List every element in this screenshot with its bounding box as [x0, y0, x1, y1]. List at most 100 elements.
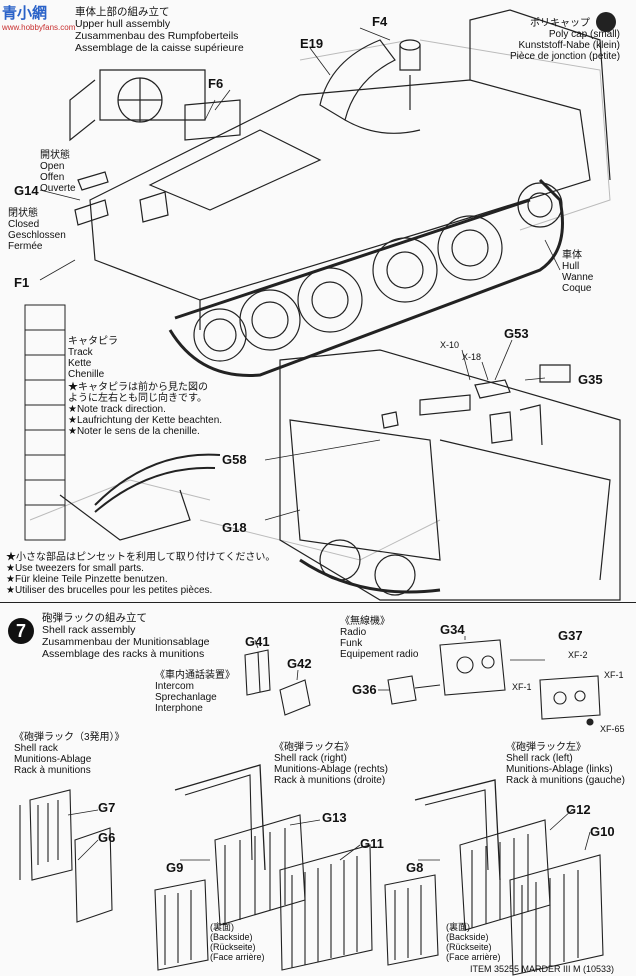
rack-left-fr: Rack à munitions (gauche) — [506, 775, 625, 786]
step6-heading-ja: 車体上部の組み立て — [75, 6, 170, 18]
step7-heading-fr: Assemblage des racks à munitions — [42, 648, 205, 660]
rack-right-label: 《砲弾ラック右》 Shell rack (right) Munitions-Ab… — [274, 742, 388, 786]
watermark-url: www.hobbyfans.com — [2, 23, 76, 32]
part-G8: G8 — [406, 860, 424, 875]
part-X18: X-18 — [462, 352, 482, 362]
backside-right-en: (Backside) — [210, 932, 253, 942]
step6-heading: 車体上部の組み立て Upper hull assembly Zusammenba… — [75, 6, 244, 54]
paint-XF2: XF-2 — [568, 650, 588, 660]
rack3-de: Munitions-Ablage — [14, 754, 92, 765]
hull-ja: 車体 — [562, 250, 582, 261]
part-G7: G7 — [98, 800, 116, 815]
rack-left-ja: 《砲弾ラック左》 — [506, 742, 586, 753]
rack-right-de: Munitions-Ablage (rechts) — [274, 764, 388, 775]
part-G37: G37 — [558, 628, 583, 643]
hull-en: Hull — [562, 261, 580, 272]
step7-heading-de: Zusammenbau der Munitionsablage — [42, 636, 210, 648]
part-F4: F4 — [372, 14, 388, 29]
polycap-fr: Pièce de jonction (petite) — [510, 51, 621, 62]
track-notes: ★キャタピラは前から見た図の ように左右とも同じ向きです。 ★Note trac… — [68, 382, 222, 437]
footer-item: ITEM 35255 MARDER III M (10533) — [470, 964, 615, 974]
part-F1: F1 — [14, 275, 30, 290]
step7-heading: 砲弾ラックの組み立て Shell rack assembly Zusammenb… — [42, 612, 210, 660]
open-en: Open — [40, 161, 65, 172]
part-G35: G35 — [578, 372, 603, 387]
backside-left-ja: (裏面) — [446, 922, 470, 932]
track-note-en: ★Note track direction. — [68, 404, 166, 415]
intercom-label: 《車内通話装置》 Intercom Sprechanlage Interphon… — [155, 670, 235, 714]
part-G53: G53 — [504, 326, 529, 341]
closed-fr: Fermée — [8, 241, 43, 252]
tweezers-de: ★Für kleine Teile Pinzette benutzen. — [6, 574, 168, 585]
step6-heading-en: Upper hull assembly — [75, 18, 171, 30]
part-G58: G58 — [222, 452, 247, 467]
track-en: Track — [68, 347, 93, 358]
part-G6: G6 — [98, 830, 116, 845]
part-G41: G41 — [245, 634, 270, 649]
rack3-ja: 《砲弾ラック（3発用）》 — [14, 732, 125, 743]
radio-en: Radio — [340, 627, 367, 638]
open-fr: Ouverte — [40, 183, 76, 194]
radio-label: 《無線機》 Radio Funk Equipement radio — [340, 616, 418, 660]
closed-de: Geschlossen — [8, 230, 66, 241]
track-note-fr: ★Noter le sens de la chenille. — [68, 426, 200, 437]
part-G14: G14 — [14, 183, 39, 198]
step-divider — [0, 602, 636, 603]
rack-left-en: Shell rack (left) — [506, 753, 573, 764]
open-ja: 開状態 — [40, 150, 70, 161]
step7-heading-ja: 砲弾ラックの組み立て — [42, 612, 147, 624]
part-G18: G18 — [222, 520, 247, 535]
tweezers-fr: ★Utiliser des brucelles pour les petites… — [6, 585, 213, 596]
closed-ja: 閉状態 — [8, 208, 38, 219]
step6-heading-de: Zusammenbau des Rumpfoberteils — [75, 30, 239, 42]
radio-de: Funk — [340, 638, 363, 649]
backside-label-right: (裏面) (Backside) (Rückseite) (Face arrièr… — [210, 922, 265, 962]
step7-heading-en: Shell rack assembly — [42, 624, 136, 636]
rack-right-fr: Rack à munitions (droite) — [274, 775, 386, 786]
rack3-label: 《砲弾ラック（3発用）》 Shell rack Munitions-Ablage… — [14, 732, 125, 776]
rack-left-label: 《砲弾ラック左》 Shell rack (left) Munitions-Abl… — [506, 742, 625, 786]
part-F6: F6 — [208, 76, 224, 91]
polycap-de: Kunststoff-Nabe (klein) — [518, 40, 620, 51]
closed-label: 閉状態 Closed Geschlossen Fermée — [8, 208, 66, 252]
step6-heading-fr: Assemblage de la caisse supérieure — [75, 42, 244, 54]
part-G36: G36 — [352, 682, 377, 697]
backside-right-ja: (裏面) — [210, 922, 234, 932]
open-de: Offen — [40, 172, 65, 183]
rack-left-de: Munitions-Ablage (links) — [506, 764, 613, 775]
track-fr: Chenille — [68, 369, 105, 380]
part-G42: G42 — [287, 656, 312, 671]
radio-ja: 《無線機》 — [340, 616, 390, 627]
intercom-en: Intercom — [155, 681, 194, 692]
open-label: 開状態 Open Offen Ouverte — [40, 150, 76, 194]
part-G34: G34 — [440, 622, 465, 637]
polycap-en: Poly cap (small) — [548, 29, 620, 40]
backside-right-de: (Rückseite) — [210, 942, 256, 952]
part-G10: G10 — [590, 824, 615, 839]
track-ja: キャタピラ — [68, 336, 118, 347]
backside-left-en: (Backside) — [446, 932, 489, 942]
track-de: Kette — [68, 358, 92, 369]
part-G11: G11 — [360, 836, 384, 851]
paint-XF1-right: XF-1 — [604, 670, 624, 680]
part-G12: G12 — [566, 802, 591, 817]
hull-label: 車体 Hull Wanne Coque — [562, 250, 593, 294]
intercom-ja: 《車内通話装置》 — [155, 670, 235, 681]
backside-left-de: (Rückseite) — [446, 942, 492, 952]
paint-XF65: XF-65 — [600, 724, 625, 734]
intercom-fr: Interphone — [155, 703, 203, 714]
polycap-label: ポリキャップ（小） Poly cap (small) Kunststoff-Na… — [510, 18, 620, 62]
polycap-ja: ポリキャップ（小） — [530, 18, 620, 29]
paint-XF1-left: XF-1 — [512, 682, 532, 692]
rack-right-en: Shell rack (right) — [274, 753, 347, 764]
part-G9: G9 — [166, 860, 184, 875]
radio-fr: Equipement radio — [340, 649, 419, 660]
rack3-fr: Rack à munitions — [14, 765, 91, 776]
track-note-de: ★Laufrichtung der Kette beachten. — [68, 415, 223, 426]
backside-left-fr: (Face arrière) — [446, 952, 501, 962]
tweezers-ja: ★小さな部品はピンセットを利用して取り付けてください。 — [6, 552, 276, 563]
track-label: キャタピラ Track Kette Chenille — [68, 336, 118, 380]
watermark-logo: 青小網 www.hobbyfans.com — [2, 2, 76, 36]
track-note-ja-1: ★キャタピラは前から見た図の — [68, 382, 208, 393]
